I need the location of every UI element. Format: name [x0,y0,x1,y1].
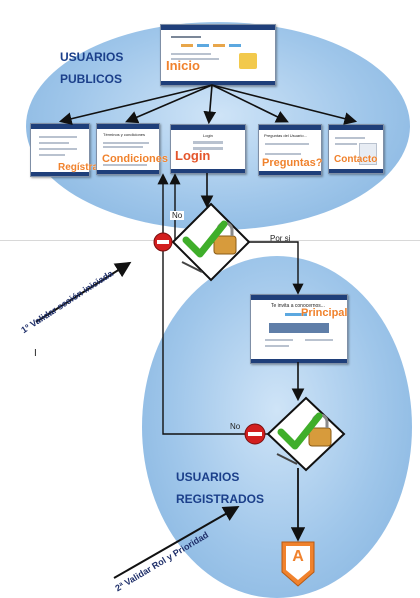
arrow-to-registrate [58,84,213,125]
login-page-thumbnail[interactable]: Login [170,124,246,174]
arrow-step1 [35,261,132,323]
registrate-page-thumbnail[interactable] [30,123,90,177]
edge-label-no-bottom: No [230,422,241,431]
edge-label-no-top: No [170,211,185,220]
contacto-label: Contacto [334,154,378,165]
login-thumb-title: Login [203,133,213,138]
edge-label-por-si: Por si [270,234,291,243]
login-label: Login [175,148,211,163]
arrow-to-preguntas [211,84,289,123]
arrow-no-back-to-condiciones [157,173,274,435]
principal-page-thumbnail[interactable]: Te invita a conocernos... [250,294,348,364]
public-users-label-1: USUARIOS [60,50,124,64]
contacto-page-thumbnail[interactable] [328,124,384,174]
stray-mark: I [34,348,37,359]
connector-label: A [292,548,304,565]
arrow-to-login [203,84,217,125]
condiciones-thumb-title: Términos y condiciones [103,132,146,137]
preguntas-thumb-title: Preguntas del Usuario... [264,133,307,138]
public-users-label-2: PUBLICOS [60,72,123,86]
inicio-page-thumbnail[interactable] [160,24,276,86]
condiciones-label: Condiciones [102,153,169,165]
preguntas-label: Preguntas? [262,157,323,169]
registered-users-label-1: USUARIOS [176,470,240,484]
arrow-step2 [113,506,240,579]
inicio-label: Inicio [166,58,200,73]
arrow-to-contacto [211,84,358,125]
arrow-to-condiciones [125,84,213,124]
registered-users-label-2: REGISTRADOS [176,492,265,506]
preguntas-page-thumbnail[interactable]: Preguntas del Usuario... [258,124,322,176]
principal-label: Principal [301,307,348,319]
condiciones-page-thumbnail[interactable]: Términos y condiciones [96,123,160,175]
principal-thumb-title: Te invita a conocernos... [271,303,325,309]
arrow-no-back-to-login [169,173,186,243]
arrow-por-si-to-principal [236,241,304,295]
registrate-label: Regístrate [58,162,107,173]
